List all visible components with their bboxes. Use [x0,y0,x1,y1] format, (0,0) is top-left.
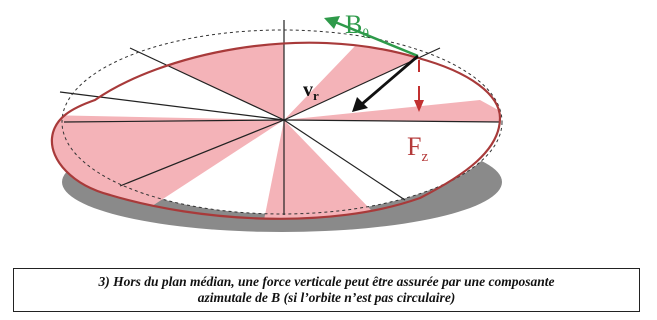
sector [284,100,500,122]
circular-orbit-dashed [61,29,503,215]
caption-line-2: azimutale de B (si l’orbite n’est pas ci… [197,290,456,305]
caption-text: 3) Hors du plan médian, une force vertic… [99,274,555,306]
sector [260,120,400,219]
b-theta-label: Bθ [345,10,369,42]
radial-lines [59,20,501,215]
b-theta-arrow [324,16,419,58]
orbit-diagram: Bθ vr Fz [50,10,503,232]
v-r-arrow [352,54,419,112]
f-z-arrow [414,60,424,112]
caption-box: 3) Hors du plan médian, une force vertic… [13,268,640,312]
non-circular-orbit [50,41,502,220]
caption-line-1: 3) Hors du plan médian, une force vertic… [98,274,555,289]
